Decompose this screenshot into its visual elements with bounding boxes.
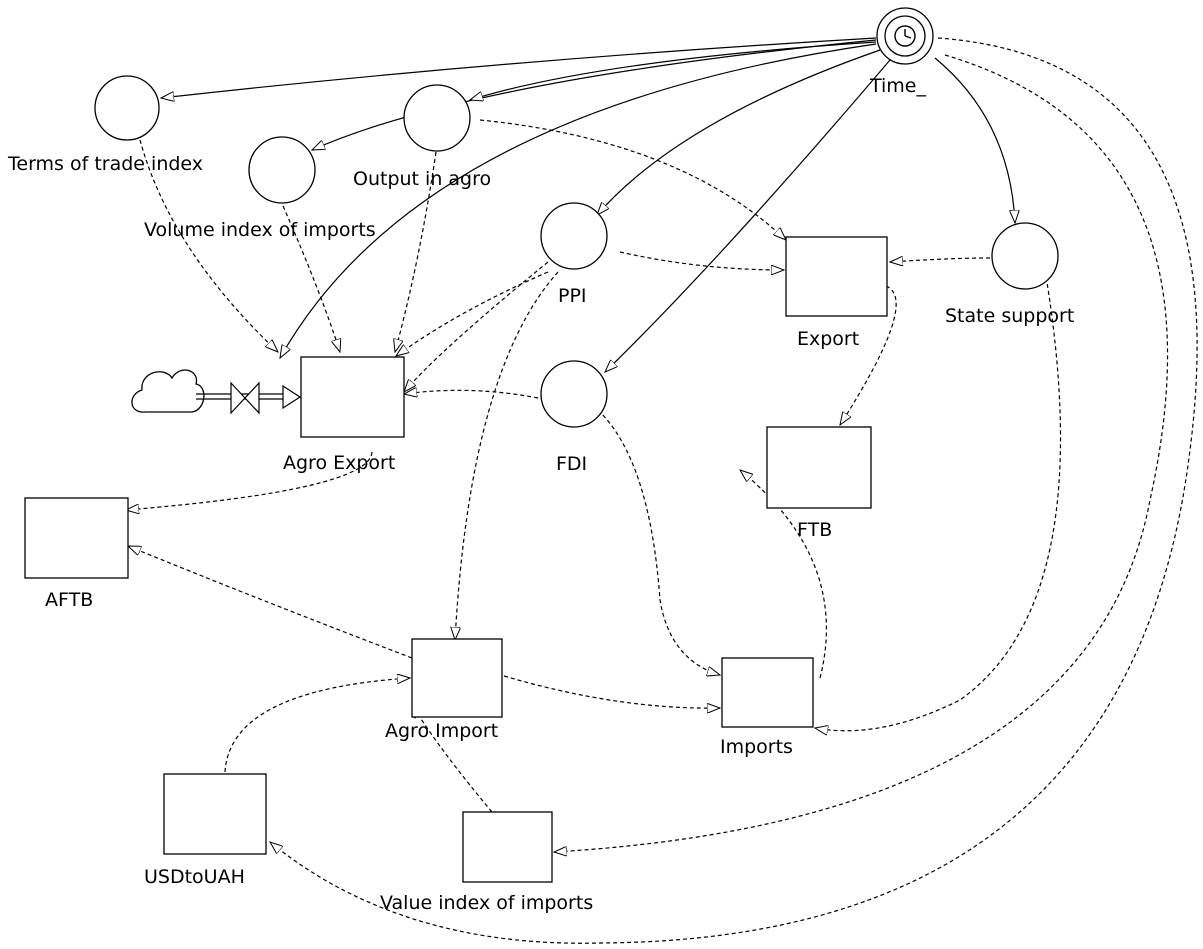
- stock-aftb[interactable]: AFTB: [24, 497, 129, 611]
- time-node[interactable]: Time_: [869, 7, 934, 97]
- terms-of-trade-label: Terms of trade index: [7, 153, 203, 175]
- imports-label: Imports: [720, 736, 793, 758]
- export-label: Export: [797, 328, 859, 350]
- agro-import-label: Agro Import: [385, 720, 498, 742]
- aux-output-in-agro[interactable]: Output in agro: [353, 84, 491, 190]
- fdi-label: FDI: [556, 453, 587, 475]
- inflow: [131, 369, 302, 415]
- clock-icon: [894, 25, 916, 47]
- ppi-label: PPI: [558, 285, 587, 307]
- ftb-label: FTB: [797, 519, 832, 541]
- output-in-agro-label: Output in agro: [353, 168, 491, 190]
- state-support-label: State support: [945, 305, 1074, 327]
- stock-export[interactable]: Export: [785, 236, 888, 350]
- stock-imports[interactable]: Imports: [720, 657, 814, 758]
- stock-usd-to-uah[interactable]: USDtoUAH: [144, 773, 267, 888]
- time-label: Time_: [869, 75, 926, 97]
- aux-volume-index-of-imports[interactable]: Volume index of imports: [144, 136, 376, 241]
- value-index-label: Value index of imports: [380, 892, 593, 914]
- flow-arrowhead: [282, 384, 302, 410]
- aux-ppi[interactable]: PPI: [540, 202, 608, 307]
- agro-export-label: Agro Export: [283, 452, 395, 474]
- aux-state-support[interactable]: State support: [945, 222, 1074, 327]
- time-links: [161, 37, 1015, 372]
- stock-agro-export[interactable]: Agro Export: [283, 356, 405, 474]
- aftb-label: AFTB: [45, 589, 93, 611]
- cloud-icon: [131, 369, 205, 413]
- volume-index-label: Volume index of imports: [144, 219, 376, 241]
- valve-icon[interactable]: [230, 381, 260, 415]
- aux-fdi[interactable]: FDI: [540, 360, 608, 475]
- usd-to-uah-label: USDtoUAH: [144, 866, 245, 888]
- stock-agro-import[interactable]: Agro Import: [385, 638, 503, 742]
- stock-ftb[interactable]: FTB: [766, 426, 872, 541]
- aux-terms-of-trade-index[interactable]: Terms of trade index: [7, 75, 203, 175]
- stock-value-index-of-imports[interactable]: Value index of imports: [380, 811, 593, 914]
